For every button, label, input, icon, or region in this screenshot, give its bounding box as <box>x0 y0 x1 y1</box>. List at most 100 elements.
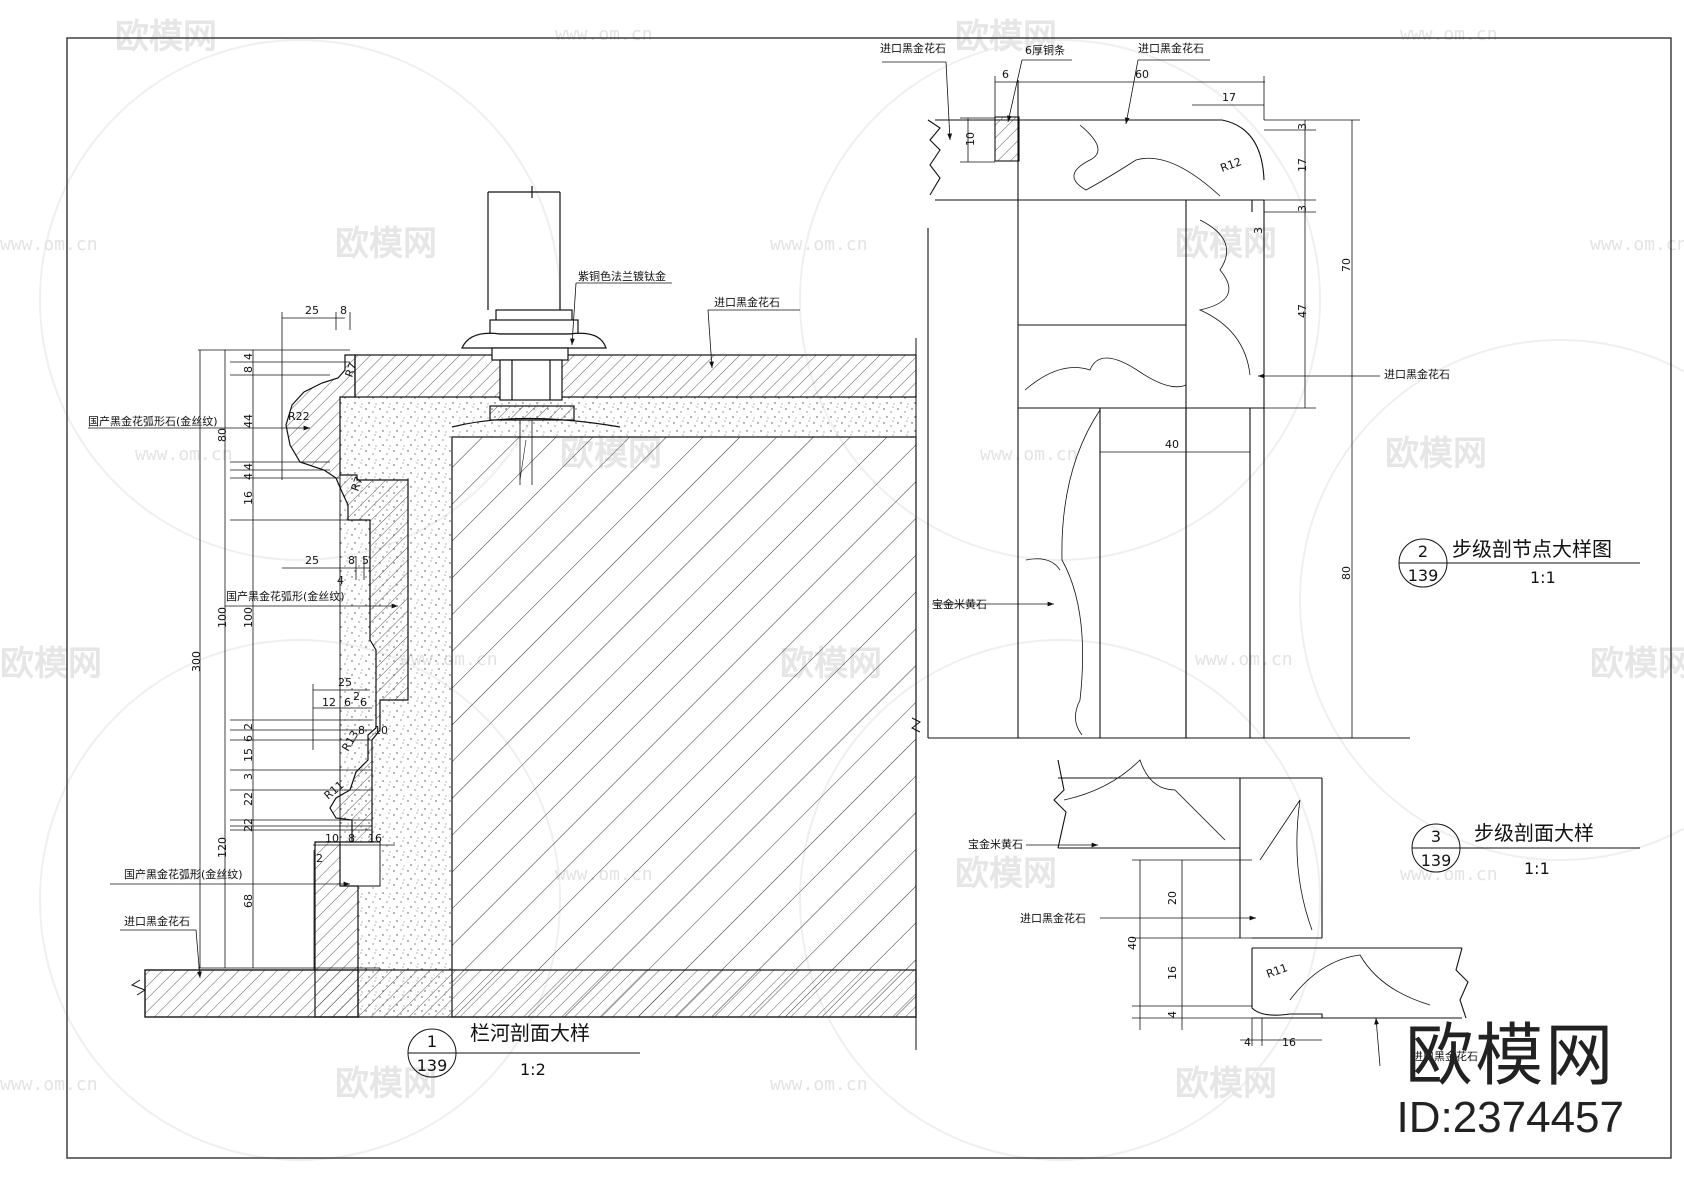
detail-3-stair-section <box>1053 759 1469 1019</box>
dim-text: 40 <box>1165 438 1179 451</box>
detail-1-labels: 紫铜色法兰镀钛金 进口黑金花石 国产黑金花弧形石(金丝纹) 国产黑金花弧形(金丝… <box>88 269 780 928</box>
dim-text: 6 <box>1002 68 1009 81</box>
detail-3-labels: 宝金米黄石 进口黑金花石 进口黑金花石 <box>968 837 1478 1063</box>
watermark-url: www.om.cn <box>1195 649 1293 670</box>
dim-text: 8 <box>340 304 347 317</box>
watermark-text: 欧模网 <box>0 644 102 684</box>
detail-1-title-block: 1 139 栏河剖面大样 1:2 <box>407 1021 640 1079</box>
label-flange: 紫铜色法兰镀钛金 <box>578 269 666 283</box>
watermark-text: 欧模网 <box>955 854 1057 894</box>
label-import-black-gold: 进口黑金花石 <box>1020 911 1086 925</box>
dim-text: 2 <box>353 690 360 703</box>
dim-text: 70 <box>1340 258 1353 272</box>
label-import-black-gold: 进口黑金花石 <box>1412 1049 1478 1063</box>
dim-text: 6 <box>242 735 255 742</box>
dim-text: 16 <box>1166 966 1179 980</box>
detail-3-dimension-lines <box>1132 859 1322 1046</box>
dim-text: 40 <box>1126 936 1139 950</box>
label-copper-strip: 6厚铜条 <box>1025 43 1065 57</box>
radius-text: R7 <box>343 361 360 379</box>
detail-sheet: 139 <box>1421 851 1452 870</box>
watermark-text: 欧模网 <box>1175 1064 1277 1104</box>
dim-text: 4 <box>242 463 255 470</box>
detail-1-leaders <box>88 282 800 979</box>
watermark-layer: 欧模网 www.om.cn 欧模网 www.om.cn www.om.cn 欧模… <box>0 17 1684 1161</box>
dim-text: 25 <box>338 676 352 689</box>
dim-text: 47 <box>1296 304 1309 318</box>
dim-text: 2 <box>316 852 323 865</box>
watermark-url: www.om.cn <box>0 234 98 255</box>
dim-text: 4 <box>242 353 255 360</box>
label-import-black-gold: 进口黑金花石 <box>714 295 780 309</box>
dim-text: 8 <box>348 832 355 845</box>
label-import-black-gold: 进口黑金花石 <box>1138 41 1204 55</box>
detail-number: 3 <box>1431 827 1441 846</box>
detail-2-labels: 进口黑金花石 6厚铜条 进口黑金花石 进口黑金花石 宝金米黄石 <box>880 41 1450 611</box>
detail-sheet: 139 <box>1408 566 1439 585</box>
dim-text: 16 <box>242 491 255 505</box>
radius-text: R22 <box>288 410 310 423</box>
watermark-text: 欧模网 <box>1590 644 1684 684</box>
dim-text: 5 <box>362 554 369 567</box>
dim-text: 8 <box>348 554 355 567</box>
label-import-black-gold: 进口黑金花石 <box>880 41 946 55</box>
watermark-url: www.om.cn <box>555 24 653 45</box>
watermark-url: www.om.cn <box>135 864 233 885</box>
watermark-url: www.om.cn <box>1400 24 1498 45</box>
dim-text: 17 <box>1222 91 1236 104</box>
detail-title: 步级剖节点大样图 <box>1452 537 1612 561</box>
dim-text: 3 <box>242 773 255 780</box>
detail-3-leaders <box>1026 842 1381 1067</box>
dim-text: 6 <box>360 696 367 709</box>
detail-scale: 1:2 <box>520 1060 546 1079</box>
label-domestic-arc: 国产黑金花弧形(金丝纹) <box>226 589 345 603</box>
dim-text: 22 <box>242 818 255 832</box>
dim-text: 20 <box>1166 891 1179 905</box>
label-baojin-yellow: 宝金米黄石 <box>932 597 987 611</box>
watermark-text: 欧模网 <box>955 17 1057 57</box>
detail-title: 步级剖面大样 <box>1474 821 1594 845</box>
detail-1-balustrade-section <box>130 186 921 1050</box>
radius-text: R7 <box>349 475 366 493</box>
watermark-url: www.om.cn <box>1590 234 1684 255</box>
dim-text: 80 <box>1340 566 1353 580</box>
watermark-url: www.om.cn <box>0 1074 98 1095</box>
detail-2-stair-node <box>927 80 1410 739</box>
sheet-frame <box>66 37 1672 1159</box>
dim-text: 10 <box>325 832 339 845</box>
dim-text: 68 <box>242 894 255 908</box>
watermark-text: 欧模网 <box>335 1064 437 1104</box>
dim-text: 25 <box>305 304 319 317</box>
dim-text: 16 <box>368 832 382 845</box>
watermark-url: www.om.cn <box>770 1074 868 1095</box>
dim-text: 6 <box>344 696 351 709</box>
label-baojin-yellow: 宝金米黄石 <box>968 837 1023 851</box>
detail-2-leaders <box>882 59 1380 607</box>
brand-name: 欧模网 <box>1405 1017 1616 1096</box>
dim-text: 22 <box>242 792 255 806</box>
detail-number: 2 <box>1418 542 1428 561</box>
detail-scale: 1:1 <box>1530 568 1556 587</box>
dim-text: 100 <box>216 607 229 628</box>
dim-text: 12 <box>322 696 336 709</box>
dim-text: 8 <box>358 724 365 737</box>
watermark-url: www.om.cn <box>135 444 233 465</box>
dim-text: 16 <box>1282 1036 1296 1049</box>
brand-watermark: 欧模网 ID:2374457 <box>1396 1020 1624 1142</box>
dim-text: 3 <box>1296 123 1309 130</box>
dim-text: 10 <box>374 724 388 737</box>
detail-number: 1 <box>427 1032 437 1051</box>
dim-text: 100 <box>242 607 255 628</box>
label-import-black-gold: 进口黑金花石 <box>124 914 190 928</box>
label-import-black-gold: 进口黑金花石 <box>1384 367 1450 381</box>
watermark-url: www.om.cn <box>770 234 868 255</box>
watermark-text: 欧模网 <box>1385 434 1487 474</box>
detail-sheet: 139 <box>417 1056 448 1075</box>
dim-text: 15 <box>242 748 255 762</box>
radius-text: R12 <box>1219 155 1244 175</box>
dim-text: 3 <box>1296 205 1309 212</box>
dim-text: 25 <box>305 554 319 567</box>
detail-3-title-block: 3 139 步级剖面大样 1:1 <box>1411 821 1640 878</box>
detail-title: 栏河剖面大样 <box>470 1021 590 1045</box>
